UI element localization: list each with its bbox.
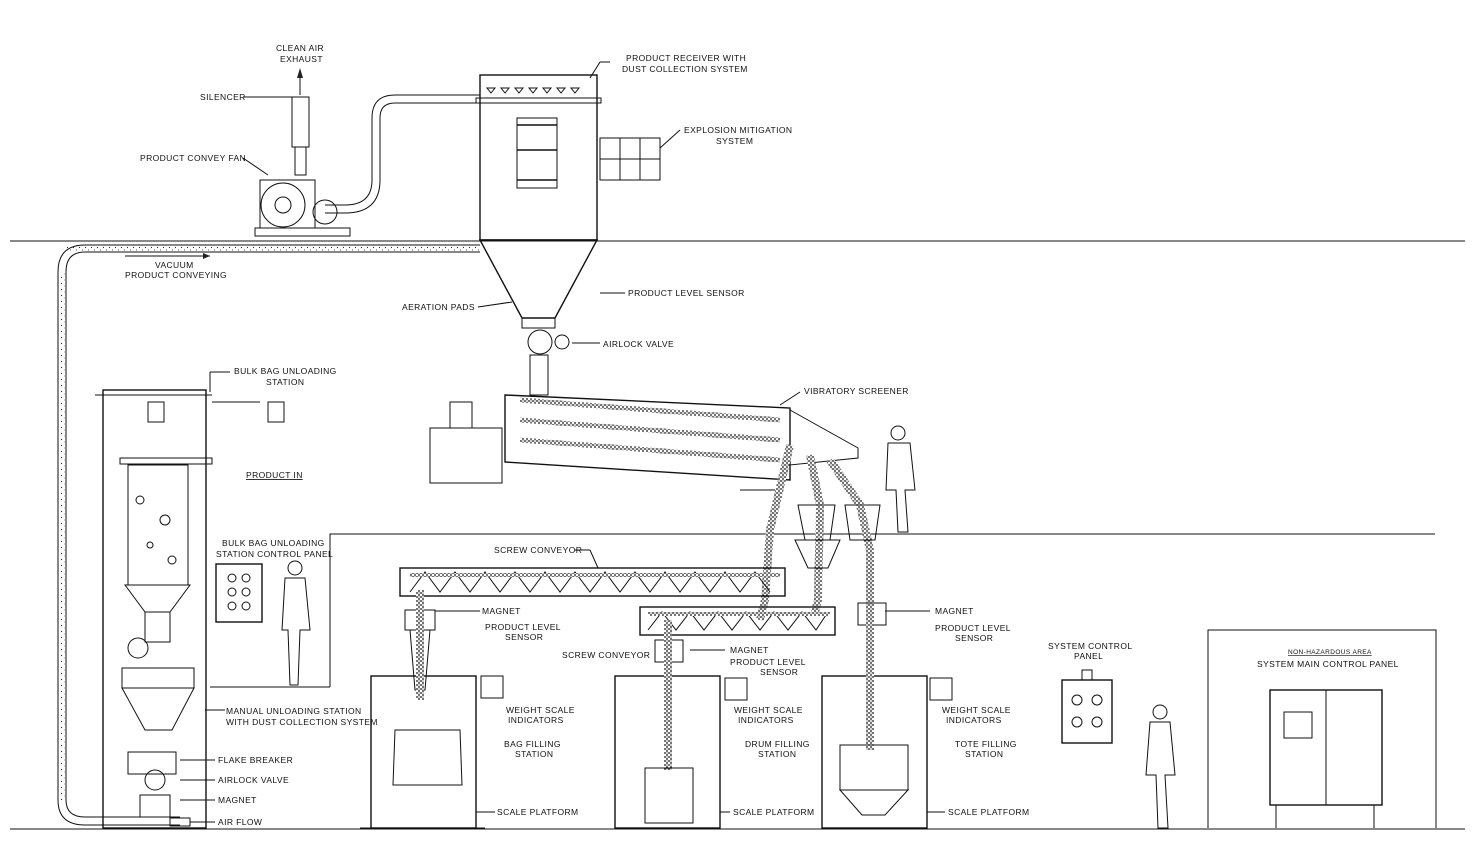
label-bulk-bag-station-2: STATION <box>266 377 304 387</box>
label-manual-unloading-1: MANUAL UNLOADING STATION <box>226 706 362 716</box>
label-magnet-middle: MAGNET <box>730 645 769 655</box>
label-drum-filling-2: STATION <box>758 749 796 759</box>
label-drum-filling-1: DRUM FILLING <box>745 739 810 749</box>
product-receiver <box>475 74 661 329</box>
label-scale-platform-middle: SCALE PLATFORM <box>733 807 815 817</box>
system-control-panel <box>1061 669 1113 744</box>
label-product-convey-fan: PRODUCT CONVEY FAN <box>140 153 246 163</box>
label-vibratory-screener: VIBRATORY SCREENER <box>804 386 909 396</box>
label-weight-scale-right-1: WEIGHT SCALE <box>942 705 1011 715</box>
label-tote-filling-2: STATION <box>965 749 1003 759</box>
floor-lines <box>10 240 1465 830</box>
airlock-valve-top-icon <box>527 329 570 396</box>
product-convey-fan <box>254 68 351 237</box>
label-magnet-right: MAGNET <box>935 606 974 616</box>
label-system-main-control: SYSTEM MAIN CONTROL PANEL <box>1257 659 1399 669</box>
label-clean-air-exhaust-1: CLEAN AIR <box>276 43 324 53</box>
screw-conveyor-lower <box>639 606 836 636</box>
label-weight-scale-left-1: WEIGHT SCALE <box>506 705 575 715</box>
label-flake-breaker: FLAKE BREAKER <box>218 755 293 765</box>
label-airlock-valve-top: AIRLOCK VALVE <box>603 339 674 349</box>
label-screw-conveyor-lower: SCREW CONVEYOR <box>562 650 650 660</box>
label-weight-scale-right-2: INDICATORS <box>946 715 1002 725</box>
label-clean-air-exhaust-2: EXHAUST <box>280 54 323 64</box>
label-explosion-mitigation-2: SYSTEM <box>716 136 753 146</box>
label-screw-conveyor-upper: SCREW CONVEYOR <box>494 545 582 555</box>
person-icon <box>1145 704 1176 829</box>
label-system-control-2: PANEL <box>1074 651 1103 661</box>
label-sensor-right-1: PRODUCT LEVEL <box>935 623 1011 633</box>
label-air-flow: AIR FLOW <box>218 817 262 827</box>
label-sensor-middle-1: PRODUCT LEVEL <box>730 657 806 667</box>
filter-caps-icon <box>485 87 581 94</box>
label-explosion-mitigation-1: EXPLOSION MITIGATION <box>684 125 792 135</box>
leader-lines <box>180 61 945 823</box>
label-aeration-pads: AERATION PADS <box>402 302 475 312</box>
label-scale-platform-right: SCALE PLATFORM <box>948 807 1030 817</box>
label-silencer: SILENCER <box>200 92 246 102</box>
person-icon <box>281 560 311 686</box>
label-sensor-middle-2: SENSOR <box>760 667 798 677</box>
label-tote-filling-1: TOTE FILLING <box>955 739 1017 749</box>
label-weight-scale-middle-1: WEIGHT SCALE <box>734 705 803 715</box>
vacuum-conveying-line <box>57 94 480 826</box>
bag-filling-station <box>360 590 504 829</box>
label-product-level-sensor-top: PRODUCT LEVEL SENSOR <box>628 288 745 298</box>
tote-filling-station <box>821 602 953 829</box>
label-manual-unloading-2: WITH DUST COLLECTION SYSTEM <box>226 717 378 727</box>
label-sensor-left-2: SENSOR <box>505 632 543 642</box>
label-scale-platform-left: SCALE PLATFORM <box>497 807 579 817</box>
label-system-control-1: SYSTEM CONTROL <box>1048 641 1132 651</box>
label-bag-filling-1: BAG FILLING <box>504 739 561 749</box>
vibratory-screener <box>429 394 859 491</box>
label-magnet-left: MAGNET <box>482 606 521 616</box>
bulk-bag-control-panel <box>215 563 263 623</box>
screw-conveyor-upper <box>399 567 786 597</box>
bulk-bag-unloading-station <box>95 389 285 829</box>
person-icon <box>885 425 916 533</box>
label-magnet-bottom: MAGNET <box>218 795 257 805</box>
label-product-receiver-1: PRODUCT RECEIVER WITH <box>626 53 746 63</box>
label-product-in: PRODUCT IN <box>246 470 303 480</box>
label-bag-filling-2: STATION <box>515 749 553 759</box>
label-weight-scale-middle-2: INDICATORS <box>738 715 794 725</box>
label-control-panel-1: BULK BAG UNLOADING <box>222 538 325 548</box>
label-bulk-bag-station-1: BULK BAG UNLOADING <box>234 366 337 376</box>
label-control-panel-2: STATION CONTROL PANEL <box>216 549 333 559</box>
diagram-labels: CLEAN AIR EXHAUST SILENCER PRODUCT CONVE… <box>125 43 1399 827</box>
label-product-conveying: PRODUCT CONVEYING <box>125 270 227 280</box>
label-weight-scale-left-2: INDICATORS <box>508 715 564 725</box>
drum-filling-station <box>614 620 748 829</box>
non-hazardous-area <box>1207 629 1437 828</box>
label-airlock-valve-bottom: AIRLOCK VALVE <box>218 775 289 785</box>
label-vacuum: VACUUM <box>155 260 194 270</box>
label-sensor-left-1: PRODUCT LEVEL <box>485 622 561 632</box>
label-product-receiver-2: DUST COLLECTION SYSTEM <box>622 64 748 74</box>
label-sensor-right-2: SENSOR <box>955 633 993 643</box>
label-non-hazardous: NON-HAZARDOUS AREA <box>1288 649 1372 656</box>
